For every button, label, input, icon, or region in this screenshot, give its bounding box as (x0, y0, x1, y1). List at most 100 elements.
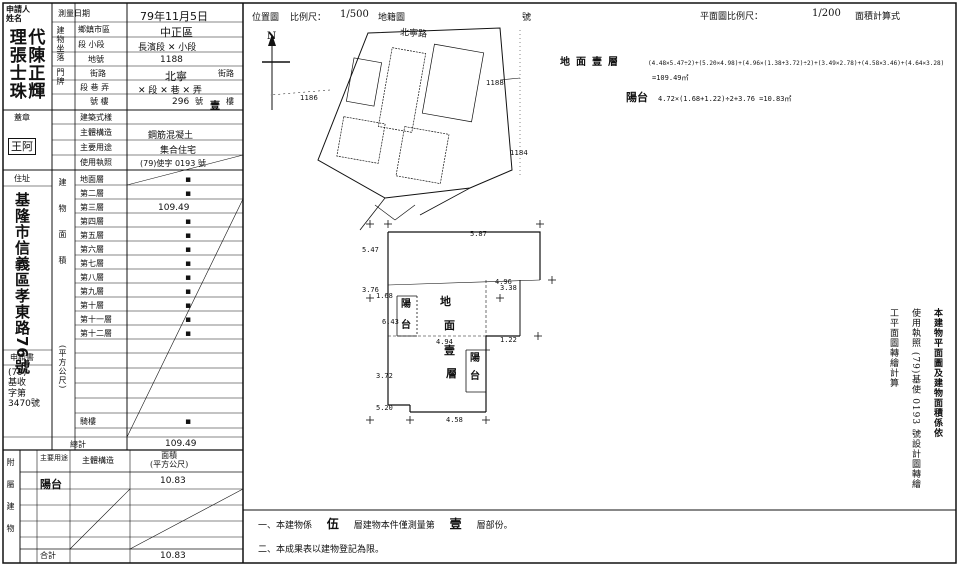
floor-name: 第十二層 (80, 329, 112, 338)
right-note-col3: 工平面圖轉繪計算 (888, 308, 898, 388)
number-suffix: 號 (195, 97, 203, 106)
alley-value: ✕ 段 ✕ 巷 ✕ 弄 (138, 86, 202, 96)
total-value: 109.49 (165, 439, 197, 449)
anc-total-value: 10.83 (160, 551, 186, 561)
street-name: 北寧路 (399, 28, 428, 40)
survey-date-value: 79年11月5日 (140, 10, 208, 23)
floor-value: 109.49 (158, 203, 190, 213)
number-label: 號 樓 (90, 97, 109, 106)
structure-value: 鋼筋混凝土 (148, 131, 194, 141)
plan-dimension: 4.96 (495, 278, 512, 286)
location-map-label: 位置圖 (252, 13, 280, 23)
scale-label: 比例尺： (290, 13, 327, 23)
plan-balcony-a: 陽 (401, 299, 411, 310)
plan-dimension: 6.43 (382, 318, 399, 326)
anc-area-label: 面積 (平方公尺) (150, 451, 189, 469)
footer-line1-d: 壹 (449, 517, 462, 531)
floor-value: 壹 (210, 101, 220, 112)
lot-value: 1188 (160, 55, 183, 65)
lot-1184: 1184 (510, 149, 528, 157)
rooftop-label: 騎樓 (80, 417, 96, 426)
floor-value: ▪ (185, 217, 192, 227)
floor-name: 地面層 (80, 175, 104, 184)
floor-value: ▪ (185, 273, 192, 283)
floor-value: ▪ (185, 301, 192, 311)
number-value: 296 (172, 97, 190, 107)
floor-value: ▪ (185, 287, 192, 297)
lot-1188: 1188 (486, 79, 504, 87)
location-label: 建物坐落 (56, 26, 65, 62)
ground-formula: (4.48×5.47÷2)+(5.20×4.98)+(4.96×(1.38+3.… (648, 60, 945, 67)
anc-area-value: 10.83 (160, 476, 186, 486)
land-map-label: 地籍圖 (378, 13, 406, 23)
ground-label: 地面壹層 (560, 57, 624, 68)
township-value: 中正區 (160, 26, 193, 39)
area-calc-label: 面積計算式 (855, 12, 901, 22)
plan-dimension: 1.22 (500, 336, 517, 344)
floor-name: 第三層 (80, 203, 104, 212)
floor-name: 第九層 (80, 287, 104, 296)
floor-name: 第五層 (80, 231, 104, 240)
applicant-header: 申請人 姓名 (6, 4, 30, 23)
address-label: 住址 (14, 174, 30, 183)
plan-balcony2-b: 台 (470, 371, 480, 382)
floor-suffix: 樓 (226, 97, 234, 106)
township-label: 鄉鎮市區 (78, 25, 110, 34)
floor-value: ▪ (185, 315, 192, 325)
rooftop-value: ▪ (185, 417, 192, 427)
plan-dimension: 3.76 (362, 286, 379, 294)
section-value: 長濱段 ✕ 小段 (138, 43, 197, 53)
floor-value: ▪ (185, 189, 192, 199)
floor-value: ▪ (185, 259, 192, 269)
plan-dimension: 4.94 (436, 338, 453, 346)
ancillary-label: 附屬建物 (6, 458, 15, 546)
plan-dimension: 4.58 (446, 416, 463, 424)
no-label: 號 (522, 13, 532, 23)
plan-room-c: 壹 (444, 344, 455, 357)
floor-value: ▪ (185, 245, 192, 255)
street-label: 街路 (90, 69, 106, 78)
applicant-book-value: (79) 基收 字第 3470號 (8, 368, 40, 410)
seal-label: 蓋章 (14, 113, 30, 122)
section-label: 段 小段 (78, 40, 105, 49)
plan-dimension: 5.47 (362, 246, 379, 254)
lot-1186: 1186 (300, 94, 318, 102)
anc-struct-label: 主體構造 (82, 456, 114, 465)
street-value: 北寧 (165, 70, 187, 83)
balcony-label: 陽台 (626, 91, 648, 104)
anc-use-value: 陽台 (40, 478, 62, 491)
total-label: 總計 (70, 440, 86, 449)
footer-line1-c: 層建物本件僅測量第 (353, 521, 435, 531)
floor-name: 第七層 (80, 259, 104, 268)
anc-total-label: 合計 (40, 551, 56, 560)
floor-name: 第六層 (80, 245, 104, 254)
plan-room-a: 地 (440, 295, 451, 308)
street-suffix: 街路 (218, 69, 234, 78)
plan-balcony-b: 台 (401, 320, 411, 331)
plan-dimension: 1.68 (376, 292, 393, 300)
construction-label: 建築式樣 (80, 113, 112, 122)
survey-date-label: 測量日期 (58, 9, 90, 18)
seal-stamp: 王阿 (8, 138, 36, 155)
plan-room-d: 層 (446, 367, 457, 380)
doorplate-label: 門牌 (56, 68, 65, 86)
floor-name: 第十層 (80, 301, 104, 310)
floor-name: 第四層 (80, 217, 104, 226)
alley-label: 段 巷 弄 (80, 83, 110, 92)
use-label: 主要用途 (80, 143, 112, 152)
ground-result: =109.49㎡ (652, 74, 689, 82)
right-note-col1: 本建物平面圖及建物面積係依 (932, 308, 942, 438)
floor-name: 第八層 (80, 273, 104, 282)
use-value: 集合住宅 (160, 146, 197, 156)
plan-dimension: 3.38 (500, 284, 517, 292)
footer-line1-a: 一、本建物係 (258, 521, 313, 531)
floor-area-label: 建物面積 (58, 178, 67, 282)
floor-plan-scale-label: 平面圖比例尺： (700, 12, 764, 22)
anc-use-label: 主要用途 (40, 454, 68, 462)
floor-value: ▪ (185, 231, 192, 241)
plan-room-b: 面 (444, 319, 455, 332)
applicant-name: 代陳正輝 理張士珠 (5, 28, 45, 100)
plan-dimension: 3.72 (376, 372, 393, 380)
